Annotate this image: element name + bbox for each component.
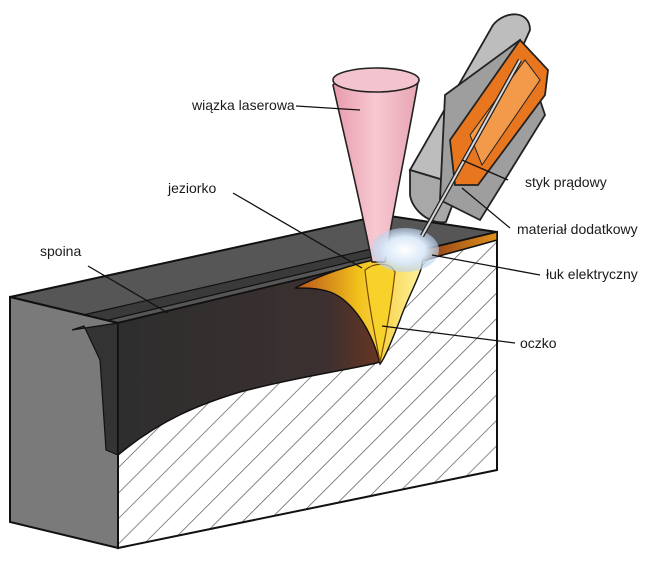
label-laser-beam: wiązka laserowa xyxy=(191,97,295,113)
label-contact-tip: styk prądowy xyxy=(525,174,607,190)
label-weld-pool: jeziorko xyxy=(167,180,216,196)
label-keyhole: oczko xyxy=(520,335,557,351)
label-filler-material: materiał dodatkowy xyxy=(517,221,638,237)
label-electric-arc: łuk elektryczny xyxy=(546,266,638,282)
label-weld: spoina xyxy=(40,243,81,259)
laser-beam-top xyxy=(332,67,420,93)
leader-lines xyxy=(87,105,541,344)
electric-arc xyxy=(371,228,439,272)
